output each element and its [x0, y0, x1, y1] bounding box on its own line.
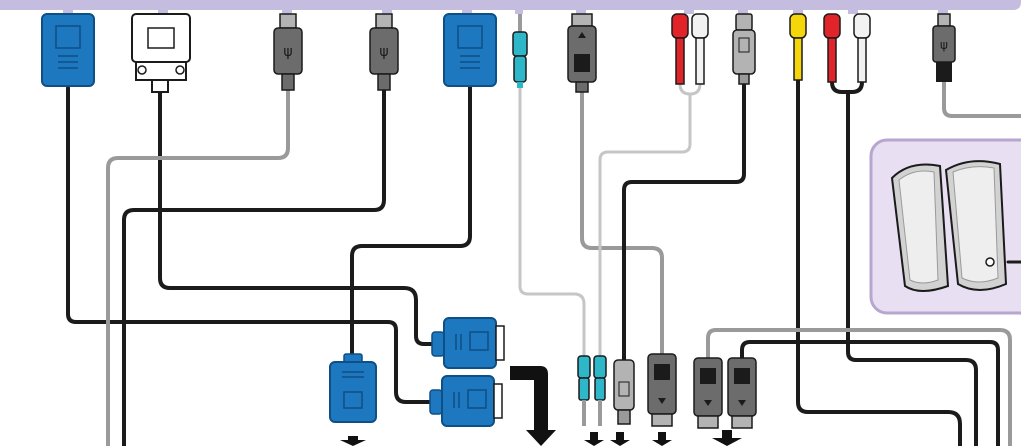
cable-rca-audio	[598, 82, 702, 358]
cable-dvi	[158, 90, 434, 346]
cable-usb-1	[106, 88, 290, 446]
speakers-icon	[890, 160, 1008, 292]
top-bar-tabs	[63, 8, 948, 14]
svg-text:ψ: ψ	[940, 38, 948, 52]
s-video-plug-icon	[732, 13, 756, 85]
top-bar-shape	[0, 0, 1021, 10]
dvi-connector-icon	[131, 13, 191, 93]
rca-red-white-pair-icon	[823, 13, 871, 83]
cable-audio	[518, 86, 586, 358]
vga-female-adapter-icon	[431, 317, 505, 369]
s-video-plug-icon	[613, 359, 635, 425]
cable-usb-2	[122, 88, 386, 446]
cable-mini-usb	[942, 80, 1021, 118]
usb-a-plug-icon: ψ	[369, 13, 399, 91]
top-connectors: ψ ψ	[41, 13, 956, 93]
cable-vga-1	[66, 86, 432, 404]
speaker-panel	[869, 138, 1021, 315]
cable-rca-pair-2	[830, 80, 978, 446]
svg-text:ψ: ψ	[379, 44, 388, 60]
top-bar	[0, 0, 1021, 14]
vga-connector-icon	[443, 13, 497, 87]
cable-hdmi-out-1	[706, 328, 1012, 446]
audio-jack-pair-icon	[577, 355, 607, 426]
cable-yellow	[796, 78, 962, 446]
usb-a-plug-icon: ψ	[273, 13, 303, 91]
audio-jack-3-5mm-icon	[512, 14, 528, 88]
vga-connector-icon	[41, 13, 95, 87]
bottom-connectors	[329, 317, 757, 429]
cable-vga-2	[350, 84, 472, 356]
down-arrow-icon	[712, 430, 742, 446]
rca-yellow-composite-icon	[789, 13, 807, 81]
vga-female-adapter-icon	[429, 375, 503, 427]
cables	[66, 78, 1021, 446]
down-arrow-icon	[584, 432, 604, 446]
vga-female-vertical-icon	[329, 353, 377, 423]
arrows	[340, 366, 742, 446]
rca-red-white-pair-icon	[671, 13, 709, 85]
hdmi-plug-icon	[567, 13, 597, 93]
hdmi-plug-icon	[647, 353, 677, 427]
elbow-down-arrow-icon	[510, 366, 556, 446]
hdmi-plug-pair-icon	[693, 357, 757, 429]
svg-text:ψ: ψ	[283, 44, 292, 60]
down-arrow-icon	[340, 436, 366, 446]
down-arrow-icon	[652, 432, 672, 446]
usb-mini-plug-icon: ψ	[932, 13, 956, 82]
cable-hdmi-out-2	[740, 340, 1000, 446]
down-arrow-icon	[610, 432, 630, 446]
cable-s-video	[622, 82, 746, 364]
